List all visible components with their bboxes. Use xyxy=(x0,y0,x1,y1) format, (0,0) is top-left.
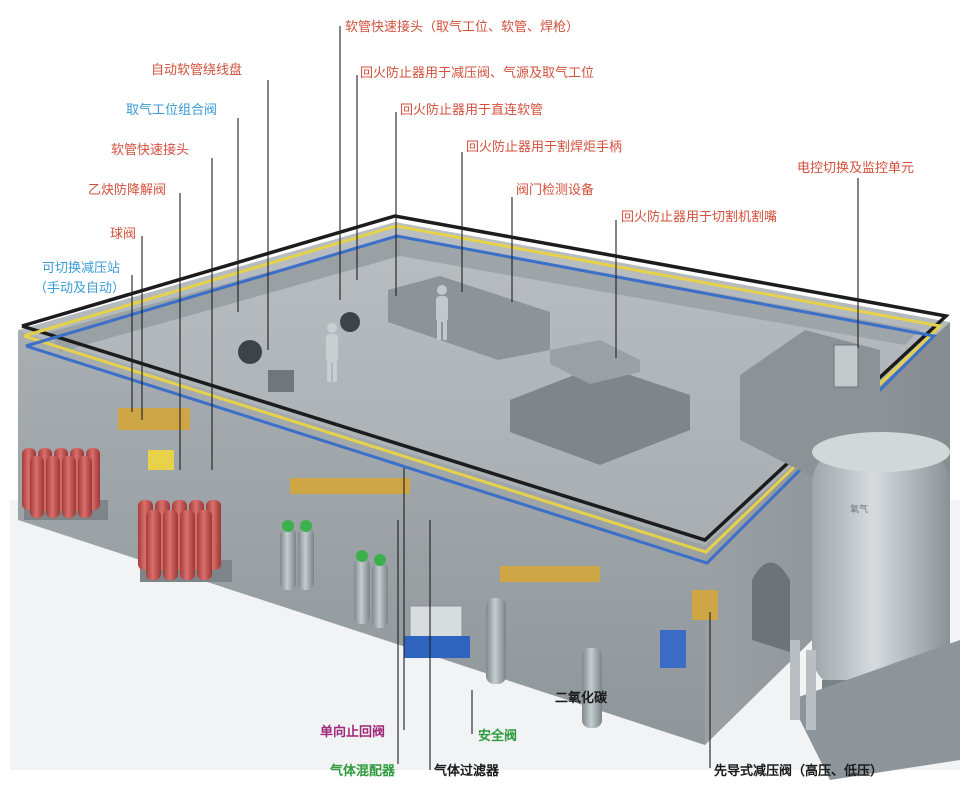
inner-back-wall-right xyxy=(400,236,920,345)
label-hose-quick-connector: 软管快速接头 xyxy=(111,143,190,158)
worker-figure-right xyxy=(436,285,448,340)
vaporizer-2 xyxy=(806,650,816,730)
storage-tank-top xyxy=(812,432,950,472)
cylinder-bank-left xyxy=(22,448,108,520)
label-flashback-direct-hose: 回火防止器用于直连软管 xyxy=(400,103,544,118)
blue-sign xyxy=(660,630,686,668)
grey-cylinder-co2-a xyxy=(486,598,506,684)
label-hose-quick-connector-top: 软管快速接头（取气工位、软管、焊枪） xyxy=(345,20,580,35)
storage-tank-mark: 氧气 xyxy=(850,503,868,515)
label-flashback-cutting-nozzle: 回火防止器用于切割机割嘴 xyxy=(621,210,778,225)
gas-mixer-base xyxy=(404,636,470,658)
grey-cylinders-center xyxy=(354,550,388,628)
arch-opening xyxy=(752,562,790,652)
leader-lines xyxy=(131,26,859,770)
label-auto-hose-reel: 自动软管绕线盘 xyxy=(151,63,243,78)
cutting-table xyxy=(510,365,690,465)
label-check-valve: 单向止回阀 xyxy=(320,725,386,740)
label-ball-valve: 球阀 xyxy=(110,227,137,242)
hose-reel-right xyxy=(340,312,360,332)
label-safety-valve: 安全阀 xyxy=(478,729,518,744)
grey-cylinders-left xyxy=(280,520,314,590)
label-pilot-regulator: 先导式减压阀（高压、低压） xyxy=(714,764,884,779)
label-switchable-station: 可切换减压站 xyxy=(42,261,121,276)
yellow-warning-sign xyxy=(148,450,174,470)
hose-reel-left xyxy=(238,340,262,364)
pipe-blue xyxy=(25,234,938,565)
reel-cart xyxy=(268,370,294,392)
workbench xyxy=(388,276,550,360)
storage-tank xyxy=(812,448,950,690)
label-flashback-regulator-source: 回火防止器用于减压阀、气源及取气工位 xyxy=(360,66,595,81)
label-gas-station-valve: 取气工位组合阀 xyxy=(126,103,218,118)
label-switchable-station-mode: （手动及自动） xyxy=(34,281,126,296)
pilot-valve-body xyxy=(692,590,718,620)
manifold-center xyxy=(290,478,410,494)
vaporizer xyxy=(790,640,800,720)
cutting-gantry xyxy=(550,340,640,384)
tank-base-pad xyxy=(790,640,960,780)
pipe-yellow xyxy=(23,224,944,554)
label-control-unit: 电控切换及监控单元 xyxy=(797,161,915,176)
inner-back-wall-left xyxy=(50,236,400,352)
manifold-left xyxy=(118,408,190,430)
cylinder-bank-right xyxy=(138,500,232,582)
grey-cylinder-co2-b xyxy=(582,648,602,728)
manifold-right xyxy=(500,566,600,582)
label-acetylene-valve: 乙炔防降解阀 xyxy=(88,183,167,198)
label-co2: 二氧化碳 xyxy=(555,691,608,706)
label-flashback-torch-handle: 回火防止器用于割焊炬手柄 xyxy=(466,140,623,155)
building-front-wall xyxy=(18,330,705,745)
label-valve-test-equipment: 阀门检测设备 xyxy=(516,183,595,198)
worker-figure-left xyxy=(326,323,338,382)
control-cabinet xyxy=(833,344,859,388)
label-gas-mixer: 气体混配器 xyxy=(330,764,396,779)
label-gas-filter: 气体过滤器 xyxy=(434,764,500,779)
pipe-black xyxy=(21,214,950,542)
